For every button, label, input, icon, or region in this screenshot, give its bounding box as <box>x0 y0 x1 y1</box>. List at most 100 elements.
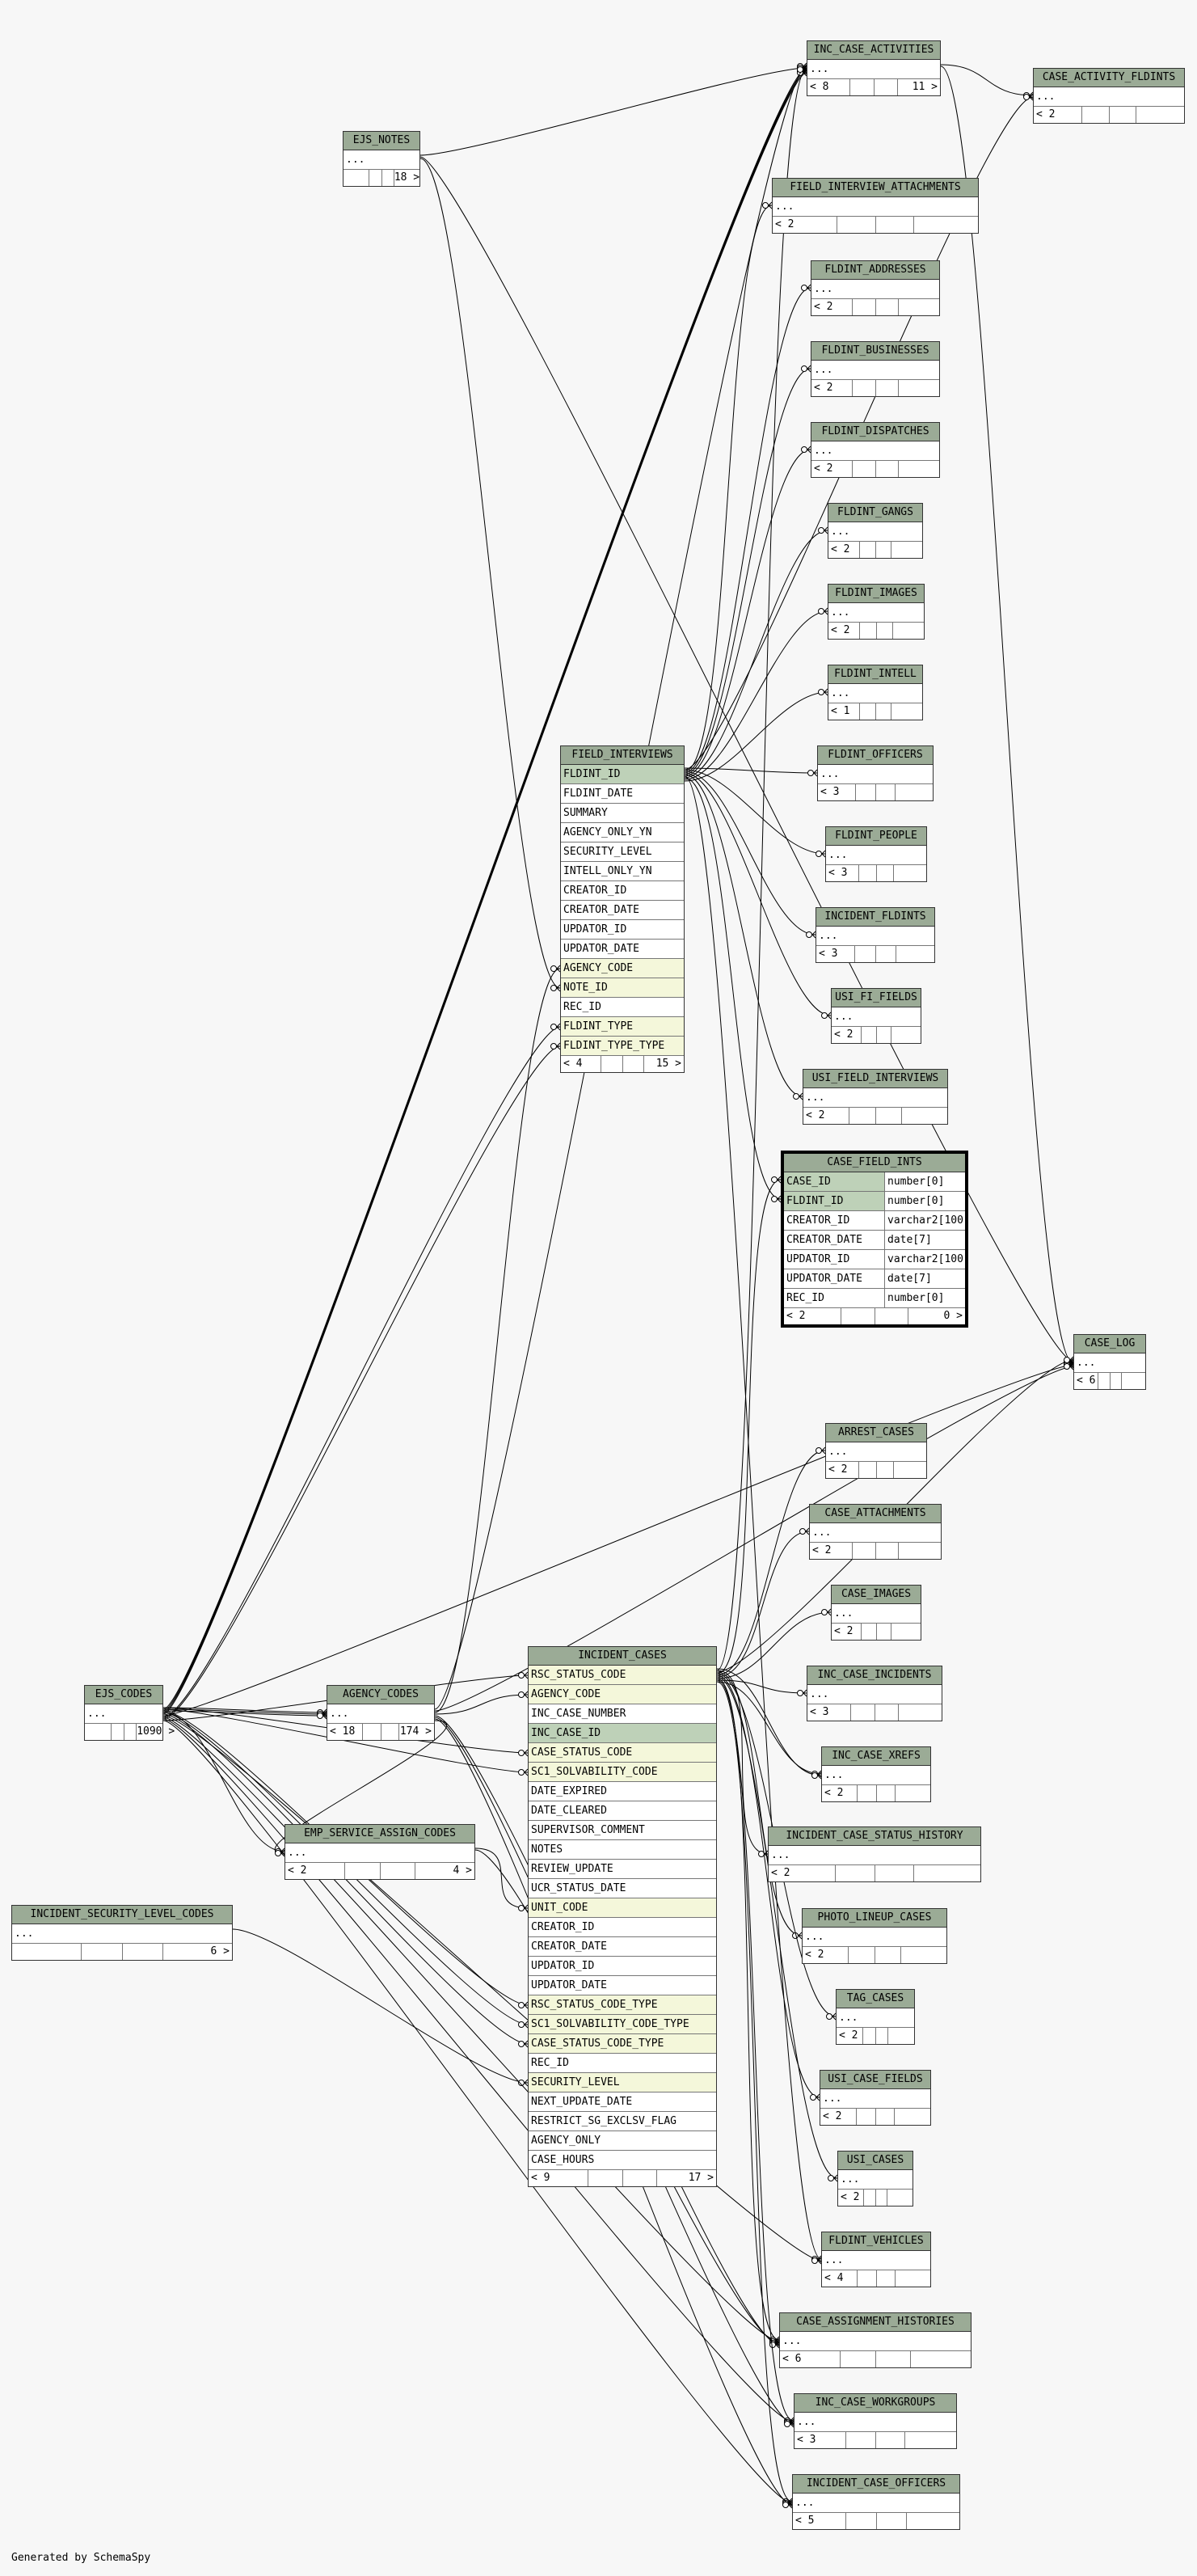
table-usi-cases[interactable]: USI_CASES...< 2 <box>837 2151 913 2206</box>
parent-count[interactable]: < 2 <box>1034 107 1082 123</box>
parent-count[interactable]: < 2 <box>826 1462 860 1478</box>
parent-count[interactable]: < 2 <box>285 1863 346 1879</box>
parent-count[interactable]: < 2 <box>828 623 861 639</box>
table-title[interactable]: EMP_SERVICE_ASSIGN_CODES <box>285 1825 474 1843</box>
parent-count[interactable]: < 2 <box>822 1785 858 1801</box>
parent-count[interactable]: < 6 <box>780 2351 841 2367</box>
table-fldint-addresses[interactable]: FLDINT_ADDRESSES...< 2 <box>811 260 940 316</box>
child-count[interactable] <box>901 1947 946 1963</box>
table-tag-cases[interactable]: TAG_CASES...< 2 <box>836 1989 915 2045</box>
table-title[interactable]: FLDINT_BUSINESSES <box>811 342 939 361</box>
child-count[interactable]: 1090 > <box>137 1725 175 1738</box>
parent-count[interactable]: < 2 <box>784 1308 842 1324</box>
table-incident-fldints[interactable]: INCIDENT_FLDINTS...< 3 <box>816 907 935 963</box>
parent-count[interactable]: < 4 <box>561 1056 601 1072</box>
child-count[interactable] <box>899 1704 942 1721</box>
table-title[interactable]: INC_CASE_WORKGROUPS <box>794 2394 956 2413</box>
table-title[interactable]: FIELD_INTERVIEW_ATTACHMENTS <box>773 179 978 197</box>
table-title[interactable]: FLDINT_GANGS <box>828 504 922 522</box>
table-arrest-cases[interactable]: ARREST_CASES...< 2 <box>825 1423 927 1479</box>
child-count[interactable] <box>888 2028 914 2044</box>
table-usi-field-interviews[interactable]: USI_FIELD_INTERVIEWS...< 2 <box>803 1069 948 1125</box>
child-count[interactable] <box>895 2109 930 2125</box>
table-title[interactable]: USI_CASE_FIELDS <box>820 2071 930 2089</box>
table-title[interactable]: INC_CASE_ACTIVITIES <box>807 41 940 60</box>
table-fldint-businesses[interactable]: FLDINT_BUSINESSES...< 2 <box>811 341 940 397</box>
parent-count[interactable]: < 2 <box>828 542 860 558</box>
table-title[interactable]: INCIDENT_SECURITY_LEVEL_CODES <box>12 1906 232 1924</box>
child-count[interactable] <box>911 2351 971 2367</box>
child-count[interactable] <box>902 1108 947 1124</box>
table-fldint-images[interactable]: FLDINT_IMAGES...< 2 <box>828 584 925 640</box>
table-title[interactable]: CASE_IMAGES <box>832 1586 921 1604</box>
table-title[interactable]: AGENCY_CODES <box>327 1686 434 1704</box>
child-count[interactable]: 11 > <box>912 81 938 93</box>
parent-count[interactable]: < 2 <box>803 1108 850 1124</box>
table-case-attachments[interactable]: CASE_ATTACHMENTS...< 2 <box>809 1504 942 1560</box>
child-count[interactable] <box>896 784 933 800</box>
table-fldint-gangs[interactable]: FLDINT_GANGS...< 2 <box>828 503 923 559</box>
table-inc-case-incidents[interactable]: INC_CASE_INCIDENTS...< 3 <box>807 1666 942 1721</box>
parent-count[interactable]: < 2 <box>820 2109 857 2125</box>
parent-count[interactable]: < 2 <box>811 380 853 396</box>
table-title[interactable]: INC_CASE_INCIDENTS <box>807 1666 942 1685</box>
parent-count[interactable]: < 2 <box>837 2028 863 2044</box>
child-count[interactable] <box>899 1543 941 1559</box>
table-fldint-people[interactable]: FLDINT_PEOPLE...< 3 <box>825 826 927 882</box>
table-title[interactable]: INCIDENT_CASES <box>529 1647 716 1666</box>
child-count[interactable]: 17 > <box>688 2172 714 2184</box>
parent-count[interactable] <box>85 1724 112 1740</box>
table-title[interactable]: USI_CASES <box>838 2152 913 2170</box>
table-title[interactable]: CASE_ASSIGNMENT_HISTORIES <box>780 2313 971 2332</box>
parent-count[interactable]: < 5 <box>793 2513 846 2529</box>
table-case-log[interactable]: CASE_LOG...< 6 <box>1073 1334 1146 1390</box>
table-title[interactable]: USI_FIELD_INTERVIEWS <box>803 1070 947 1088</box>
parent-count[interactable]: < 2 <box>811 299 853 315</box>
table-title[interactable]: FLDINT_PEOPLE <box>826 827 926 846</box>
table-title[interactable]: CASE_ACTIVITY_FLDINTS <box>1034 69 1184 87</box>
child-count[interactable]: 4 > <box>453 1864 472 1877</box>
table-case-assignment-histories[interactable]: CASE_ASSIGNMENT_HISTORIES...< 6 <box>779 2312 972 2368</box>
table-case-activity-fldints[interactable]: CASE_ACTIVITY_FLDINTS...< 2 <box>1033 68 1185 124</box>
child-count[interactable] <box>894 1462 926 1478</box>
table-fldint-dispatches[interactable]: FLDINT_DISPATCHES...< 2 <box>811 422 940 478</box>
parent-count[interactable] <box>12 1944 82 1960</box>
child-count[interactable] <box>1122 1373 1145 1389</box>
child-count[interactable]: 15 > <box>655 1058 681 1070</box>
table-title[interactable]: INCIDENT_CASE_STATUS_HISTORY <box>769 1827 980 1846</box>
child-count[interactable] <box>894 865 926 881</box>
child-count[interactable] <box>1136 107 1184 123</box>
table-title[interactable]: PHOTO_LINEUP_CASES <box>803 1909 946 1928</box>
child-count[interactable] <box>893 623 924 639</box>
parent-count[interactable]: < 9 <box>529 2170 588 2186</box>
parent-count[interactable]: < 6 <box>1074 1373 1099 1389</box>
child-count[interactable] <box>896 946 934 962</box>
table-title[interactable]: CASE_LOG <box>1074 1335 1145 1353</box>
parent-count[interactable]: < 1 <box>828 703 860 720</box>
table-title[interactable]: EJS_NOTES <box>344 132 419 150</box>
table-title[interactable]: INC_CASE_XREFS <box>822 1747 930 1766</box>
child-count[interactable] <box>905 2432 956 2448</box>
table-inc-case-workgroups[interactable]: INC_CASE_WORKGROUPS...< 3 <box>794 2393 957 2449</box>
table-title[interactable]: FLDINT_IMAGES <box>828 585 924 603</box>
child-count[interactable] <box>907 2513 959 2529</box>
child-count[interactable] <box>914 1865 980 1881</box>
table-title[interactable]: USI_FI_FIELDS <box>832 989 921 1007</box>
table-title[interactable]: EJS_CODES <box>85 1686 162 1704</box>
table-inc-case-xrefs[interactable]: INC_CASE_XREFS...< 2 <box>821 1746 931 1802</box>
child-count[interactable] <box>899 299 939 315</box>
table-fldint-officers[interactable]: FLDINT_OFFICERS...< 3 <box>817 745 934 801</box>
child-count[interactable] <box>887 2190 913 2206</box>
parent-count[interactable]: < 3 <box>794 2432 846 2448</box>
table-ejs-notes[interactable]: EJS_NOTES...18 > <box>343 131 420 187</box>
table-title[interactable]: FLDINT_INTELL <box>828 665 922 684</box>
table-fldint-vehicles[interactable]: FLDINT_VEHICLES...< 4 <box>821 2232 931 2287</box>
parent-count[interactable]: < 2 <box>811 461 853 477</box>
parent-count[interactable]: < 3 <box>807 1704 851 1721</box>
table-fldint-intell[interactable]: FLDINT_INTELL...< 1 <box>828 665 923 720</box>
table-ejs-codes[interactable]: EJS_CODES...1090 > <box>84 1685 175 1741</box>
